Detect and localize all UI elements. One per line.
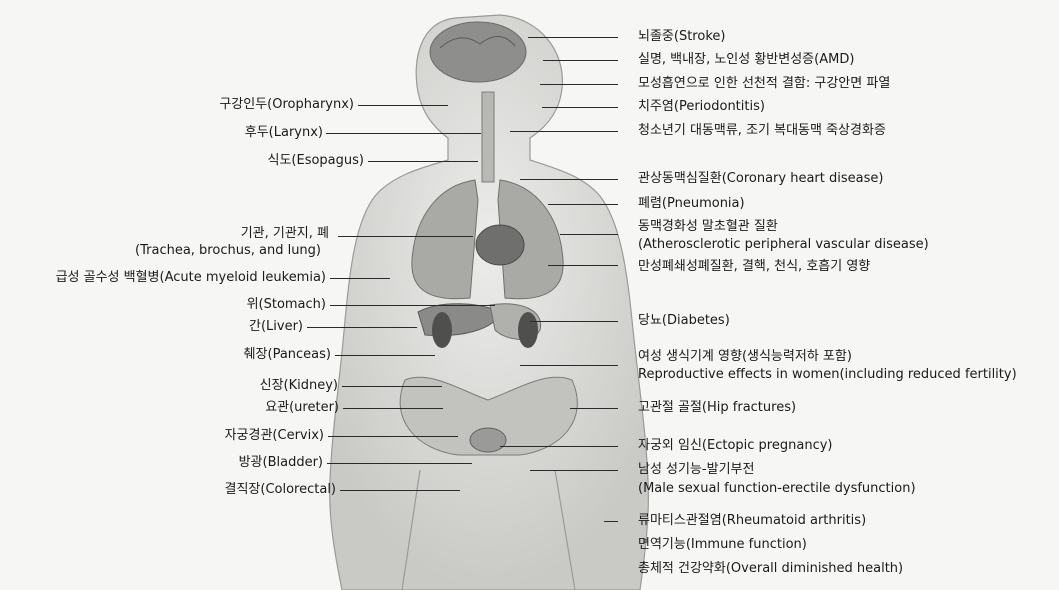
leader-line [343, 408, 443, 409]
label-hip-fractures: 고관절 골절(Hip fractures) [638, 400, 796, 416]
leader-line [326, 133, 481, 134]
leader-line [604, 521, 618, 522]
label-liver: 간(Liver) [249, 319, 303, 335]
leader-line [560, 234, 618, 235]
leader-line [540, 84, 618, 85]
label-bladder: 방광(Bladder) [239, 455, 323, 471]
bladder [470, 428, 506, 452]
label-erectile-ko: 남성 성기능-발기부전 [638, 462, 754, 478]
label-pancreas: 췌장(Panceas) [244, 347, 331, 363]
leader-line [530, 321, 618, 322]
label-larynx: 후두(Larynx) [245, 125, 323, 141]
kidney-right [518, 312, 538, 348]
label-coronary: 관상동맥심질환(Coronary heart disease) [638, 171, 883, 187]
leader-line [548, 204, 618, 205]
leader-line [548, 265, 618, 266]
label-amd: 실명, 백내장, 노인성 황반변성증(AMD) [638, 52, 854, 68]
label-ectopic: 자궁외 임신(Ectopic pregnancy) [638, 438, 832, 454]
leader-line [330, 278, 390, 279]
label-immune: 면역기능(Immune function) [638, 537, 807, 553]
leader-line [530, 470, 618, 471]
leader-line [342, 386, 442, 387]
label-pneumonia: 폐렴(Pneumonia) [638, 196, 745, 212]
label-rheumatoid: 류마티스관절염(Rheumatoid arthritis) [638, 513, 866, 529]
label-oropharynx: 구강인두(Oropharynx) [219, 97, 354, 113]
leader-line [520, 365, 618, 366]
label-kidney: 신장(Kidney) [260, 378, 338, 394]
leader-line [528, 37, 618, 38]
heart [476, 225, 524, 265]
leader-line [358, 105, 448, 106]
leader-line [570, 408, 618, 409]
leader-line [327, 463, 472, 464]
label-periodontitis: 치주염(Periodontitis) [638, 99, 765, 115]
label-aml: 급성 골수성 백혈병(Acute myeloid leukemia) [56, 270, 326, 286]
label-pvd-en: (Atherosclerotic peripheral vascular dis… [638, 237, 929, 253]
leader-line [543, 60, 618, 61]
label-stomach: 위(Stomach) [247, 297, 326, 313]
label-reproductive-ko: 여성 생식기계 영향(생식능력저하 포함) [638, 349, 852, 365]
leader-line [338, 236, 473, 237]
kidney-left [432, 312, 452, 348]
label-ureter: 요관(ureter) [265, 400, 339, 416]
trachea [482, 92, 494, 182]
label-colorectal: 결직장(Colorectal) [225, 482, 337, 498]
label-reproductive-en: Reproductive effects in women(including … [638, 367, 1017, 383]
label-stroke: 뇌졸중(Stroke) [638, 29, 725, 45]
leader-line [500, 446, 618, 447]
leader-line [520, 179, 618, 180]
label-birth-defects: 모성흡연으로 인한 선천적 결함: 구강안면 파열 [638, 76, 890, 92]
leader-line [510, 131, 618, 132]
leader-line [542, 107, 618, 108]
brain [430, 22, 526, 82]
label-trachea-lung-en: (Trachea, brochus, and lung) [135, 243, 321, 259]
leader-line [335, 355, 435, 356]
leader-line [340, 490, 460, 491]
label-esophagus: 식도(Esopagus) [268, 153, 365, 169]
label-pvd-ko: 동맥경화성 말초혈관 질환 [638, 219, 778, 235]
label-cervix: 자궁경관(Cervix) [225, 428, 324, 444]
leader-line [368, 161, 478, 162]
leader-line [330, 305, 495, 306]
leader-line [307, 327, 417, 328]
label-diabetes: 당뇨(Diabetes) [638, 313, 730, 329]
label-trachea-lung-ko: 기관, 기관지, 폐 [241, 226, 329, 242]
label-aortic-aneurysm: 청소년기 대동맥류, 조기 복대동맥 죽상경화증 [638, 123, 886, 139]
label-overall-health: 총체적 건강약화(Overall diminished health) [638, 561, 903, 577]
label-erectile-en: (Male sexual function-erectile dysfuncti… [638, 481, 916, 497]
label-copd: 만성폐쇄성폐질환, 결핵, 천식, 호흡기 영향 [638, 259, 870, 275]
leader-line [328, 436, 458, 437]
